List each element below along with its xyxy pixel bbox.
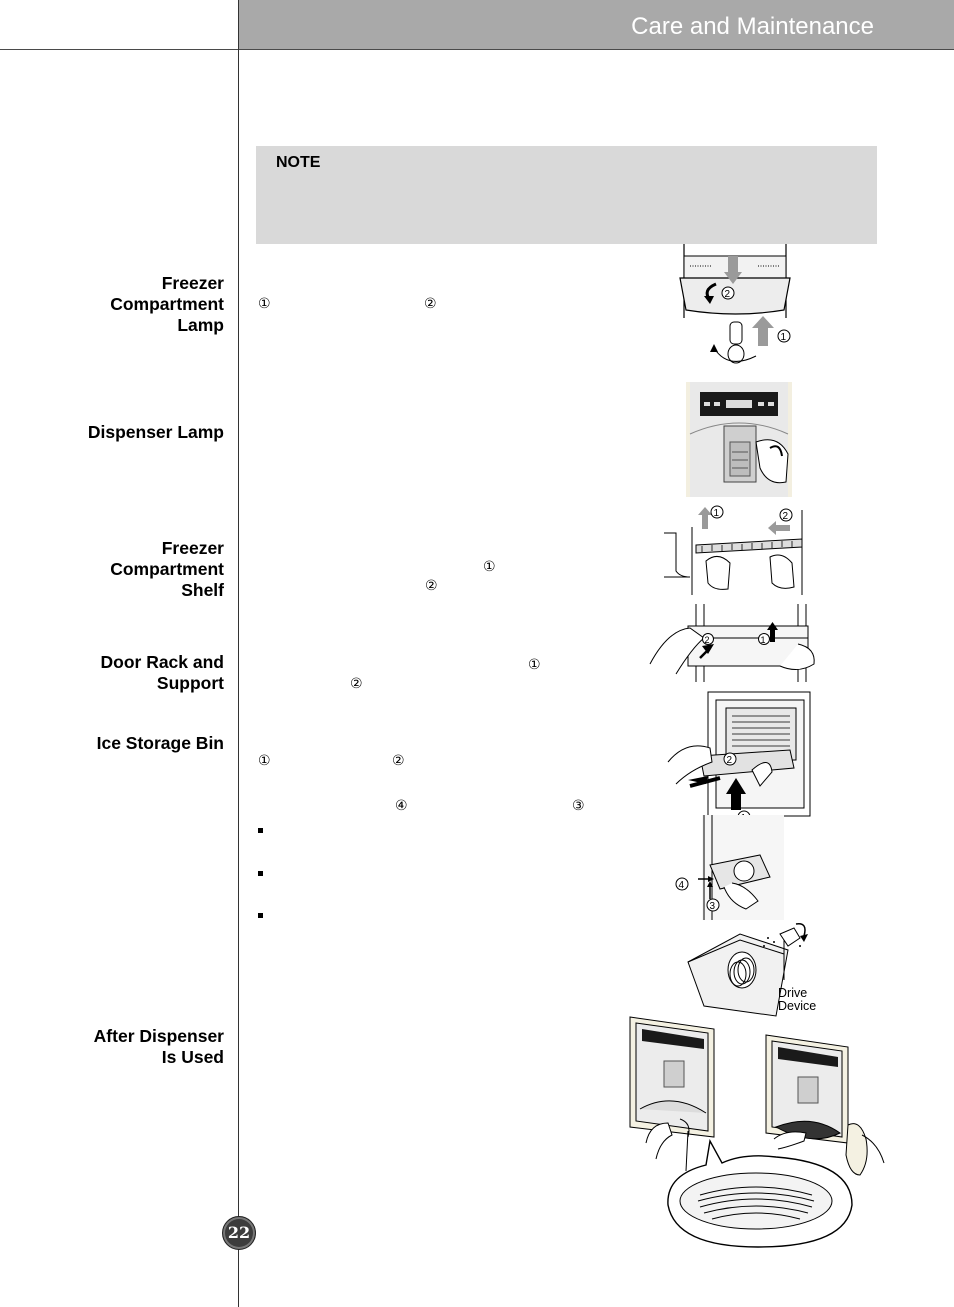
section-line: Freezer xyxy=(161,538,224,558)
bullet-point xyxy=(258,913,263,918)
section-freezer-lamp: Freezer Compartment Lamp xyxy=(24,273,224,336)
ice-bin-lock-illustration: 4 3 xyxy=(675,815,784,920)
dispenser-lamp-illustration xyxy=(686,382,792,497)
step-marker-1: ① xyxy=(258,753,271,769)
section-line: Freezer xyxy=(161,273,224,293)
door-rack-illustration: 2 1 xyxy=(649,604,815,682)
bullet-point xyxy=(258,871,263,876)
step-marker-2: ② xyxy=(350,676,363,692)
margin-divider xyxy=(238,0,239,1307)
svg-text:4: 4 xyxy=(679,880,685,891)
step-marker-4: ④ xyxy=(395,798,408,814)
section-line: Compartment xyxy=(110,294,224,314)
freezer-shelf-illustration: 1 2 xyxy=(664,505,803,595)
drive-device-label: Device xyxy=(778,999,816,1013)
svg-text:2: 2 xyxy=(783,511,789,522)
section-dispenser-lamp: Dispenser Lamp xyxy=(24,422,224,443)
section-line: Door Rack and xyxy=(100,652,225,672)
section-line: Dispenser Lamp xyxy=(87,422,224,442)
freezer-lamp-illustration: 2 1 xyxy=(679,244,791,364)
page-number: 22 xyxy=(227,1223,251,1242)
section-line: After Dispenser xyxy=(93,1026,224,1046)
note-label: NOTE xyxy=(276,154,321,171)
svg-text:1: 1 xyxy=(714,508,720,519)
header-divider xyxy=(0,49,954,50)
step-marker-2: ② xyxy=(392,753,405,769)
svg-text:2: 2 xyxy=(727,755,733,766)
step-marker-2: ② xyxy=(425,578,438,594)
header-bar: Care and Maintenance xyxy=(238,0,954,50)
svg-text:2: 2 xyxy=(725,289,731,300)
section-ice-bin: Ice Storage Bin xyxy=(24,733,224,754)
section-after-dispenser: After Dispenser Is Used xyxy=(24,1026,224,1068)
svg-text:3: 3 xyxy=(710,901,716,912)
section-line: Compartment xyxy=(110,559,224,579)
bullet-point xyxy=(258,828,263,833)
note-box: NOTE xyxy=(256,146,877,244)
step-marker-1: ① xyxy=(258,296,271,312)
section-line: Shelf xyxy=(181,580,224,600)
section-line: Support xyxy=(156,673,224,693)
svg-text:1: 1 xyxy=(761,635,766,645)
ice-bin-removal-illustration: 2 1 xyxy=(667,691,811,824)
drive-device-illustration: Drive Device xyxy=(687,923,816,1017)
step-marker-2: ② xyxy=(424,296,437,312)
step-marker-1: ① xyxy=(528,657,541,673)
step-marker-1: ① xyxy=(483,559,496,575)
page-number-badge: 22 xyxy=(222,1216,256,1250)
svg-text:1: 1 xyxy=(781,332,787,343)
dispenser-cleaning-illustration xyxy=(629,1016,885,1248)
svg-text:2: 2 xyxy=(705,635,710,645)
drive-device-label: Drive xyxy=(778,986,807,1000)
section-line: Ice Storage Bin xyxy=(96,733,224,753)
section-freezer-shelf: Freezer Compartment Shelf xyxy=(24,538,224,601)
section-line: Is Used xyxy=(161,1047,224,1067)
page-title: Care and Maintenance xyxy=(631,13,874,40)
section-line: Lamp xyxy=(177,315,224,335)
section-door-rack: Door Rack and Support xyxy=(24,652,225,694)
step-marker-3: ③ xyxy=(572,798,585,814)
